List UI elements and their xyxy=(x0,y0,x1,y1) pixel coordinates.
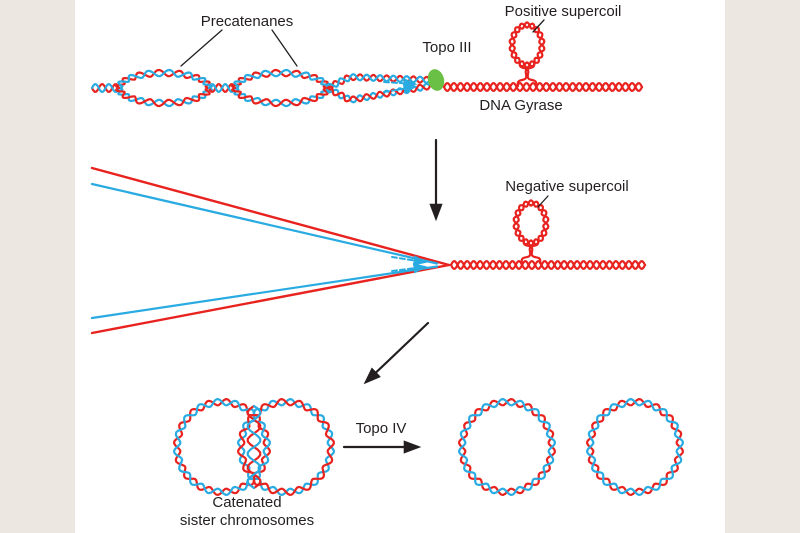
label-pointer xyxy=(180,29,223,67)
fork-strand-blue xyxy=(90,265,439,320)
topo-iii-enzyme-icon xyxy=(427,69,445,91)
parental-duplex xyxy=(449,260,647,270)
catenated-chromosome-ring xyxy=(173,398,271,496)
fork-strand-red xyxy=(90,263,451,335)
daughter-duplex xyxy=(325,75,352,90)
topo-iii-label: Topo III xyxy=(422,39,471,56)
supercoil-crossing xyxy=(516,60,536,88)
precatenanes-label: Precatenanes xyxy=(201,13,294,30)
supercoil-crossing xyxy=(520,238,540,265)
replication-direction-arrow xyxy=(391,263,428,274)
parental-duplex xyxy=(442,82,644,92)
precatenane-loop xyxy=(117,68,213,90)
dna-gyrase-label: DNA Gyrase xyxy=(479,97,562,114)
process-arrow xyxy=(363,321,430,385)
label-layer: Precatenanes Topo III Positive supercoil… xyxy=(180,3,629,529)
precatenane-loop xyxy=(233,68,331,90)
precatenane-junction xyxy=(207,83,237,93)
catenane-crossings xyxy=(246,404,262,490)
precatenane-loop xyxy=(231,86,329,108)
positive-supercoil-label: Positive supercoil xyxy=(505,3,622,20)
label-pointer xyxy=(271,29,298,67)
catenated-label-line1: Catenated xyxy=(212,494,281,511)
precatenane-loop xyxy=(115,86,211,108)
fork-strand-blue xyxy=(90,182,439,265)
parental-duplex xyxy=(90,83,121,93)
replication-direction-arrow xyxy=(391,255,428,266)
topo-iv-label: Topo IV xyxy=(356,420,407,437)
fork-strand-red xyxy=(90,166,451,267)
decatenated-chromosome-ring xyxy=(586,398,684,496)
supercoil-crossing xyxy=(522,238,542,265)
diagram-art-layer xyxy=(90,19,684,496)
replication-direction-arrow xyxy=(383,83,418,94)
daughter-duplex xyxy=(325,85,352,103)
label-pointer xyxy=(537,195,549,208)
catenated-chromosome-ring xyxy=(237,398,335,496)
supercoil-crossing xyxy=(518,60,538,88)
label-pointer xyxy=(532,19,545,33)
decatenated-chromosome-ring xyxy=(458,398,556,496)
negative-supercoil-label: Negative supercoil xyxy=(505,178,628,195)
catenated-label-line2: sister chromosomes xyxy=(180,512,314,529)
